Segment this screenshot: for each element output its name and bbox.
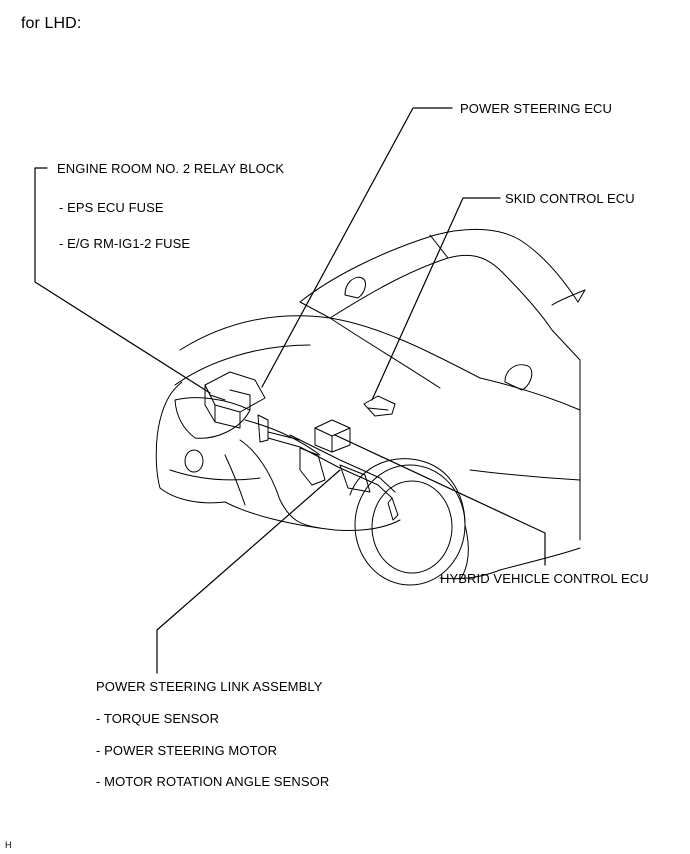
steering-rack-part (257, 414, 399, 521)
leader-relay-block (34, 167, 211, 394)
label-skid-control-ecu: SKID CONTROL ECU (505, 191, 635, 206)
label-power-steering-motor: - POWER STEERING MOTOR (96, 743, 278, 758)
relay-block-part (204, 371, 266, 429)
footer-code: H (5, 840, 12, 850)
label-hybrid-vehicle-control-ecu: HYBRID VEHICLE CONTROL ECU (440, 571, 649, 586)
label-engine-room-relay-block: ENGINE ROOM NO. 2 RELAY BLOCK (57, 161, 285, 176)
leader-power-steering-link (156, 469, 341, 674)
label-eps-ecu-fuse: - EPS ECU FUSE (59, 200, 164, 215)
label-power-steering-link-assembly: POWER STEERING LINK ASSEMBLY (96, 679, 323, 694)
page-title: for LHD: (21, 15, 82, 32)
label-torque-sensor: - TORQUE SENSOR (96, 711, 220, 726)
label-motor-rotation-angle-sensor: - MOTOR ROTATION ANGLE SENSOR (96, 774, 330, 789)
leader-hybrid-vehicle-ecu (334, 434, 546, 566)
leader-lines (34, 107, 546, 674)
leader-skid-control-ecu (371, 197, 501, 401)
label-eg-rm-ig1-2-fuse: - E/G RM-IG1-2 FUSE (59, 236, 191, 251)
car-outline (155, 228, 586, 586)
label-power-steering-ecu: POWER STEERING ECU (460, 101, 613, 116)
skid-control-ecu-part (363, 395, 396, 417)
leader-power-steering-ecu (261, 107, 453, 388)
